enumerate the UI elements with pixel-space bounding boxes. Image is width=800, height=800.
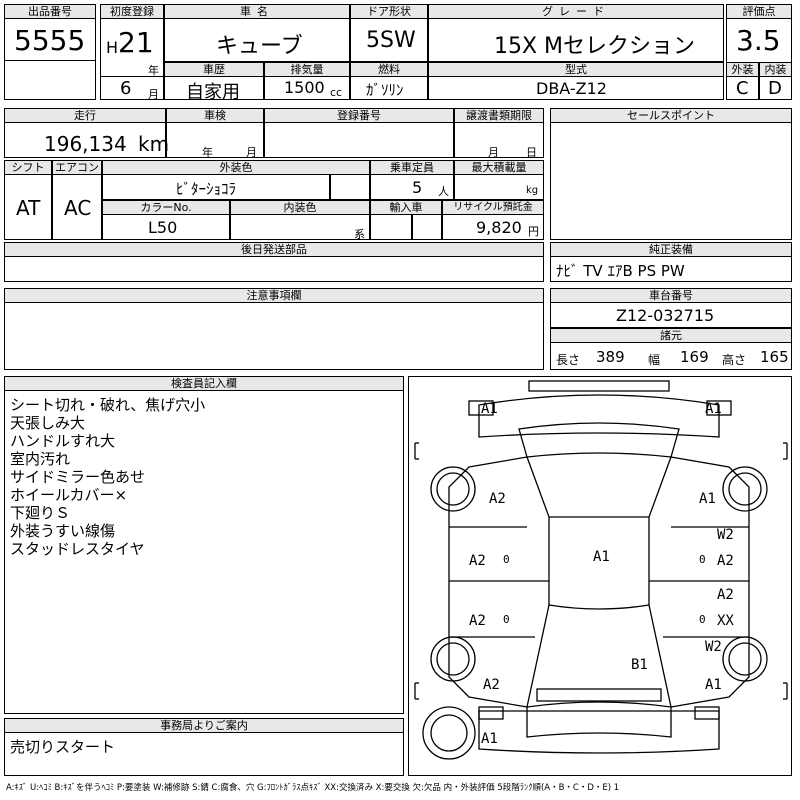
damage-mark: A1 [699, 491, 716, 507]
damage-mark: A1 [705, 401, 722, 417]
inspector-note: ハンドルすれ大 [10, 432, 116, 450]
inspector-box [4, 390, 404, 714]
inspector-note: シート切れ・破れ、焦げ穴小 [10, 396, 206, 414]
damage-mark: A2 [469, 613, 486, 629]
seats: 5 [412, 178, 423, 197]
aircon: AC [64, 196, 92, 220]
later-parts-box [4, 256, 544, 282]
mileage: 196,134 [44, 132, 127, 156]
damage-mark: A1 [481, 731, 498, 747]
fuel: ｶﾞｿﾘﾝ [366, 81, 404, 99]
damage-mark: XX [717, 613, 734, 629]
reg-month: 6 [120, 78, 132, 99]
car-name: キューブ [216, 34, 303, 59]
lot-number: 5555 [14, 24, 86, 57]
notes-box [4, 302, 544, 370]
inspector-note: 天張しみ大 [10, 414, 86, 432]
shift: AT [16, 196, 41, 220]
damage-mark: A1 [705, 677, 722, 693]
inspector-note: サイドミラー色あせ [10, 468, 146, 486]
dim-width: 169 [680, 348, 709, 366]
office-note: 売切りスタート [10, 738, 116, 756]
damage-mark: A1 [481, 401, 498, 417]
damage-mark: A2 [717, 587, 734, 603]
int-score: D [768, 78, 782, 99]
reg-label: 初度登録 [100, 4, 164, 19]
dim-length: 389 [596, 348, 625, 366]
damage-mark: W2 [705, 639, 722, 655]
damage-mark: W2 [717, 527, 734, 543]
door-type: 5SW [366, 28, 416, 53]
sales-points-box [550, 122, 792, 240]
car-outline [414, 380, 788, 760]
dim-height: 165 [760, 348, 789, 366]
damage-mark: A2 [489, 491, 506, 507]
grade: 15X Mセレクション [494, 34, 696, 59]
displacement: 1500 [284, 78, 325, 97]
model-code: DBA-Z12 [536, 79, 607, 98]
inspector-list: シート切れ・破れ、焦げ穴小 天張しみ大 ハンドルすれ大 室内汚れ サイドミラー色… [10, 396, 205, 558]
inspector-note: 下廻りＳ [10, 504, 71, 522]
ext-score: C [736, 78, 749, 99]
ext-color: ﾋﾞﾀｰｼｮｺﾗ [176, 180, 237, 198]
reg-era: H [106, 38, 119, 57]
legend: A:ｷｽﾞ U:ﾍｺﾐ B:ｷｽﾞを伴うﾍｺﾐ P:要塗装 W:補修跡 S:錆 … [6, 783, 620, 793]
recycle-fee: 9,820 [476, 218, 522, 237]
damage-diagram: A1 A1 A1 A2 A2 W2 A2 A1 A2 A2 XX A2 W2 B… [408, 376, 792, 776]
inspector-note: 室内汚れ [10, 450, 71, 468]
damage-mark: B1 [631, 657, 648, 673]
damage-mark: A2 [483, 677, 500, 693]
inspector-note: スタッドレスタイヤ [10, 540, 145, 558]
genuine-equipment: ﾅﾋﾞ TV ｴｱB PS PW [556, 262, 685, 280]
damage-mark: A2 [717, 553, 734, 569]
reg-year: 21 [118, 26, 154, 59]
chassis-number: Z12-032715 [616, 306, 715, 325]
history: 自家用 [186, 82, 240, 103]
damage-mark: A1 [593, 549, 610, 565]
inspector-note: 外装うすい線傷 [10, 522, 116, 540]
inspector-note: ホイールカバー× [10, 486, 128, 504]
lot-label: 出品番号 [4, 4, 96, 19]
score: 3.5 [736, 24, 781, 57]
damage-mark: A2 [469, 553, 486, 569]
color-no: L50 [148, 218, 178, 237]
